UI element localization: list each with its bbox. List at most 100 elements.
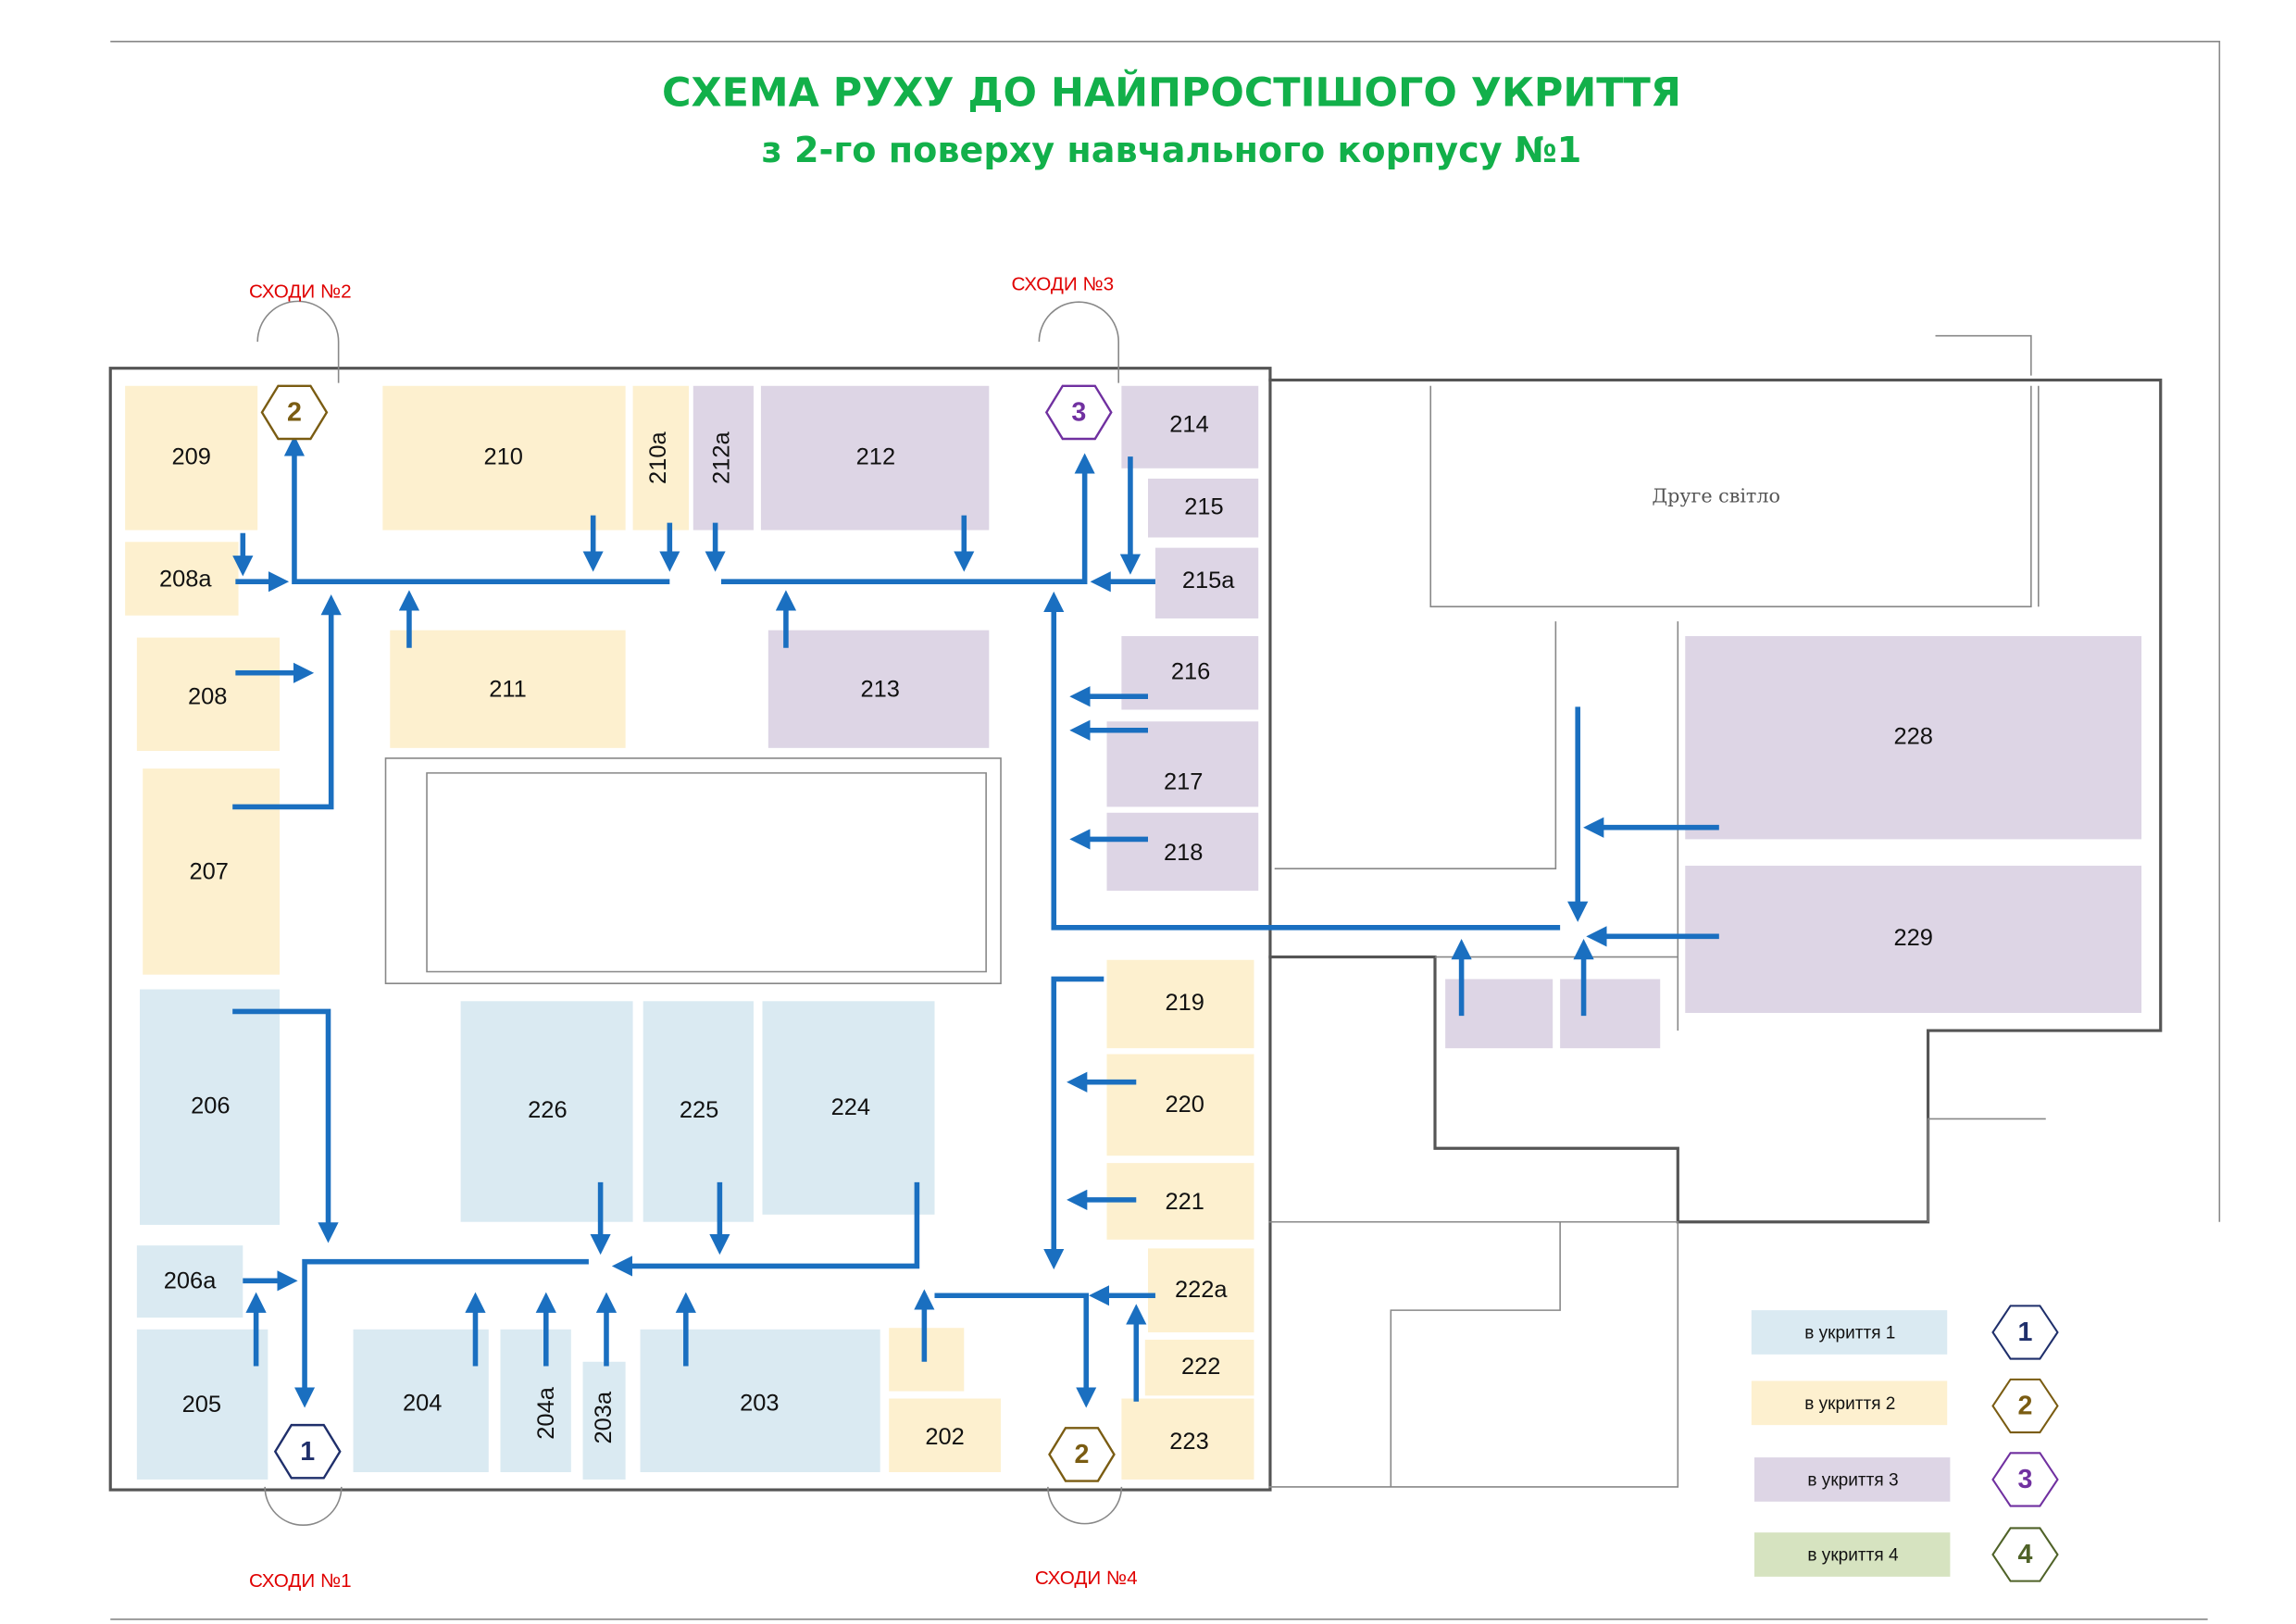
room-225: [643, 1001, 754, 1222]
room-label: 206: [191, 1093, 230, 1118]
stairs-2-label: СХОДИ №2: [249, 281, 352, 302]
legend: в укриття 1 1 в укриття 2 2 в укриття 3 …: [1751, 1305, 2059, 1582]
room-226: [460, 1001, 633, 1222]
room-224: [762, 1001, 935, 1215]
room-214: [1121, 385, 1259, 468]
room-label: 228: [1893, 723, 1932, 749]
room-label: 218: [1164, 840, 1203, 866]
label: в укриття 1: [1804, 1324, 1895, 1343]
legend-item-4: в укриття 4 4: [1753, 1527, 2059, 1582]
room-label: 219: [1166, 990, 1204, 1016]
label: 3: [1071, 398, 1086, 428]
label: 3: [2018, 1465, 2033, 1494]
room-212a: [693, 385, 754, 531]
room-label: 223: [1169, 1429, 1208, 1455]
stairs-1-label: СХОДИ №1: [249, 1570, 352, 1592]
room-208a: [125, 542, 239, 616]
room-204: [353, 1329, 489, 1472]
hexagon-icon: [273, 1423, 342, 1480]
room-label: 224: [831, 1094, 870, 1120]
label: 1: [2018, 1318, 2033, 1347]
legend-item-3: в укриття 3 3: [1753, 1452, 2059, 1507]
room-210a: [632, 385, 689, 531]
evacuation-arrows: [232, 435, 1719, 1408]
room-label: 209: [171, 443, 210, 469]
room-label: 212: [856, 443, 895, 469]
room-206: [140, 989, 281, 1225]
stairs-4-label: СХОДИ №4: [1035, 1568, 1138, 1589]
room-label: 212а: [708, 431, 734, 484]
room-label: 226: [528, 1097, 567, 1123]
second-light-label: Друге світло: [1652, 484, 1780, 506]
room-label: 208а: [159, 566, 212, 592]
room-213: [767, 630, 990, 748]
room-label: 215а: [1182, 568, 1235, 593]
room-211: [390, 630, 626, 748]
room-label: 208: [188, 684, 227, 710]
room-label: 203: [740, 1391, 779, 1417]
stairs-marker-1: 1: [273, 1423, 342, 1480]
room-label: 217: [1164, 769, 1203, 795]
room-label: 215: [1184, 493, 1223, 519]
room-label: 203а: [591, 1391, 617, 1443]
room-223: [1121, 1398, 1254, 1480]
room-219: [1106, 959, 1254, 1049]
room-unlabeled: [1560, 979, 1661, 1049]
legend-item-1: в укриття 1 1: [1751, 1305, 2059, 1360]
room-label: 225: [680, 1097, 718, 1123]
hexagon-icon: [1991, 1527, 2059, 1582]
room-207: [143, 768, 281, 975]
room-label: 213: [860, 677, 899, 703]
room-204a: [500, 1329, 571, 1472]
label: 2: [287, 398, 302, 428]
room-212: [760, 385, 990, 531]
room-203a: [582, 1361, 626, 1480]
room-222: [1144, 1339, 1254, 1396]
room-label: 205: [182, 1392, 221, 1418]
room-206a: [136, 1245, 243, 1318]
hexagon-icon: [1048, 1427, 1116, 1482]
room-203: [640, 1329, 880, 1472]
room-label: 220: [1166, 1092, 1204, 1118]
room-label: 214: [1169, 411, 1208, 437]
room-label: 210а: [645, 431, 671, 484]
rooms: 209 208а 208 207 206 206а 205 204 204а 2…: [125, 385, 2142, 1480]
hexagon-icon: [1044, 384, 1113, 441]
room-label: 204а: [533, 1386, 559, 1439]
room-209: [125, 385, 258, 531]
sheet-border: [110, 40, 2221, 1620]
room-label: 221: [1166, 1189, 1204, 1215]
room-228: [1685, 636, 2142, 840]
legend-item-2: в укриття 2 2: [1751, 1378, 2059, 1434]
room-label: 222: [1181, 1354, 1220, 1380]
room-label: 216: [1171, 658, 1210, 684]
room-208: [136, 637, 281, 752]
hexagon-icon: [1991, 1452, 2059, 1507]
title-line-2: з 2-го поверху навчального корпусу №1: [762, 130, 1582, 170]
title-line-1: СХЕМА РУХУ ДО НАЙПРОСТІШОГО УКРИТТЯ: [662, 69, 1681, 117]
room-215: [1148, 478, 1259, 538]
room-218: [1106, 812, 1259, 892]
room-202: [889, 1398, 1002, 1472]
stairs-marker-3: 3: [1044, 384, 1113, 441]
room-label: 206а: [164, 1268, 217, 1294]
hexagon-icon: [1991, 1305, 2059, 1360]
label: в укриття 4: [1807, 1546, 1899, 1566]
label: 2: [2018, 1392, 2033, 1421]
room-label: 229: [1893, 925, 1932, 951]
label: в укриття 2: [1804, 1394, 1895, 1414]
stairs-marker-4: 2: [1048, 1427, 1116, 1482]
hexagon-icon: [1991, 1378, 2059, 1434]
room-217: [1106, 721, 1259, 807]
room-label: 204: [403, 1391, 442, 1417]
room-220: [1106, 1054, 1254, 1156]
room-label: 222а: [1175, 1277, 1228, 1303]
room-210: [382, 385, 626, 531]
label: 2: [1075, 1440, 1090, 1469]
room-222a: [1148, 1248, 1254, 1332]
room-label: 210: [483, 443, 522, 469]
hexagon-icon: [260, 384, 329, 441]
label: 1: [300, 1437, 315, 1467]
room-label: 207: [190, 859, 229, 885]
